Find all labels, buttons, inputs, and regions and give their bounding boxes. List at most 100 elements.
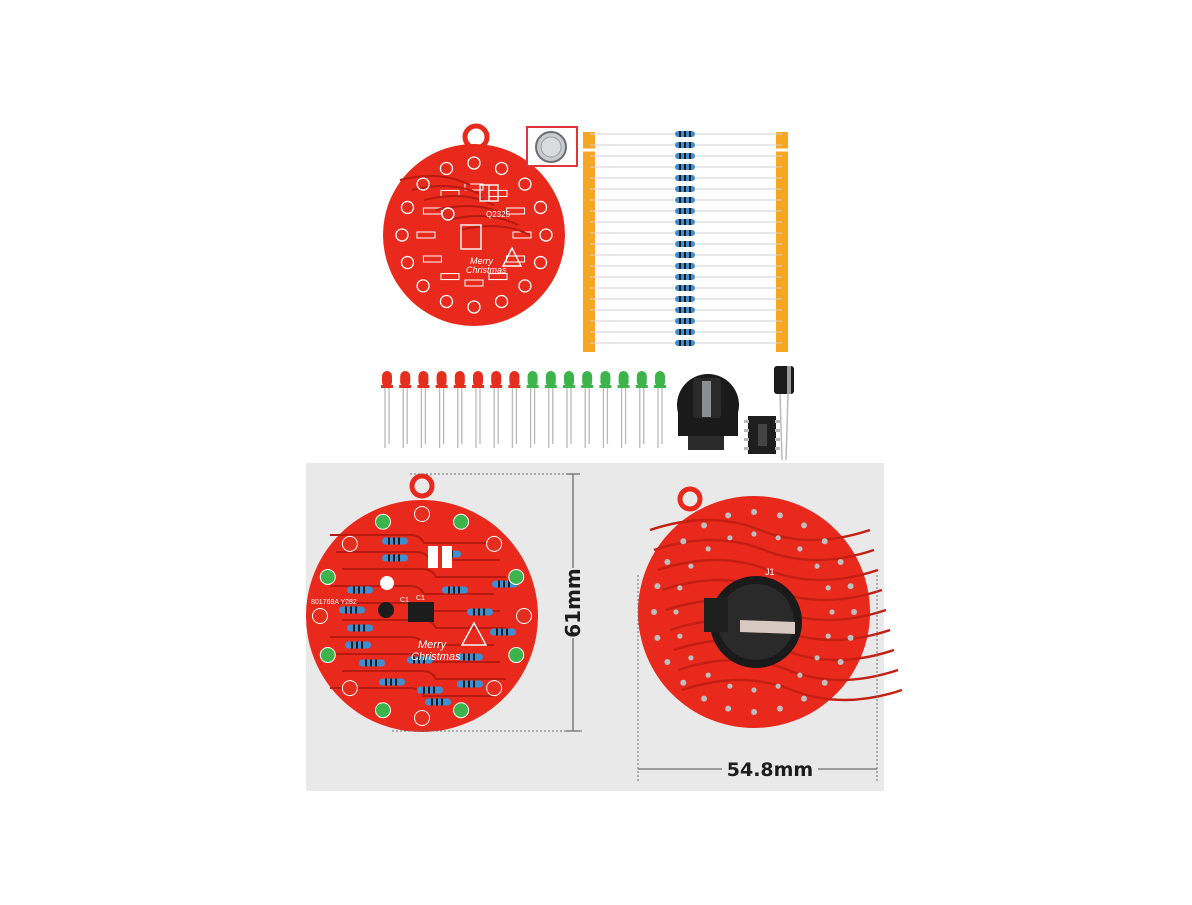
front-red-led xyxy=(341,680,358,697)
front-gift-icon xyxy=(428,546,452,568)
back-solder-joint xyxy=(725,512,732,519)
kit-led-pad xyxy=(439,294,454,309)
back-solder-joint xyxy=(825,585,831,591)
red-led xyxy=(508,371,521,448)
kit-led-pad xyxy=(494,161,509,176)
kit-resistor-footprint xyxy=(422,207,442,215)
kit-christmas-label: Christmas xyxy=(466,265,507,275)
assembled-back-board: J1 xyxy=(638,486,903,728)
green-led xyxy=(617,371,630,448)
battery-holder xyxy=(677,374,739,450)
front-green-led xyxy=(453,513,470,530)
tape-resistor xyxy=(590,252,782,258)
tape-resistor xyxy=(590,131,782,137)
back-solder-joint xyxy=(688,563,694,569)
kit-ic-footprint xyxy=(460,224,482,250)
kit-led-pad xyxy=(518,279,532,293)
back-solder-joint xyxy=(705,672,711,678)
front-green-led xyxy=(319,568,336,585)
assembled-front-board: 801769A Y282 C1 C1 Merry Christmas xyxy=(306,473,538,732)
back-solder-joint xyxy=(775,535,781,541)
back-solder-joint xyxy=(725,705,732,712)
width-label: 54.8mm xyxy=(727,759,813,781)
front-resistor xyxy=(457,653,483,661)
back-solder-joint xyxy=(677,585,683,591)
back-solder-joint xyxy=(664,659,671,665)
green-led xyxy=(581,371,594,448)
kit-led-pad xyxy=(395,228,409,242)
kit-pcb-board: Q2325 Merry Christmas xyxy=(383,123,565,326)
back-solder-joint xyxy=(814,655,820,661)
front-resistor xyxy=(347,624,373,632)
tape-resistor xyxy=(590,208,782,214)
tape-resistor xyxy=(590,340,782,346)
front-resistor xyxy=(417,686,443,694)
green-led xyxy=(599,371,612,448)
tape-resistor xyxy=(590,263,782,269)
back-solder-joint xyxy=(727,535,733,541)
kit-code-label: Q2325 xyxy=(486,210,511,219)
front-green-led xyxy=(508,568,525,585)
tape-left xyxy=(583,132,595,352)
front-apple-icon xyxy=(380,576,394,590)
kit-led-pad xyxy=(467,156,481,170)
back-solder-joint xyxy=(701,695,707,702)
red-led xyxy=(453,371,466,448)
kit-led-pad xyxy=(416,177,430,191)
back-solder-joint xyxy=(776,512,783,519)
kit-tree-icon xyxy=(501,246,523,267)
back-solder-joint xyxy=(680,679,687,686)
back-solder-joint xyxy=(651,609,657,615)
front-capacitor-top xyxy=(378,602,394,618)
front-resistor xyxy=(359,659,385,667)
back-solder-joint xyxy=(688,655,694,661)
back-j1-label: J1 xyxy=(765,567,775,577)
back-solder-joint xyxy=(701,522,707,529)
kit-resistor-footprint xyxy=(440,273,460,281)
kit-resistor-footprint xyxy=(464,183,484,191)
front-green-led xyxy=(374,513,391,530)
back-solder-joint xyxy=(847,634,854,641)
back-solder-joint xyxy=(801,695,807,702)
front-resistor xyxy=(339,606,365,614)
kit-led-pad xyxy=(518,177,532,191)
kit-led-pad xyxy=(400,255,415,270)
tape-right xyxy=(776,132,788,352)
front-green-led xyxy=(508,647,525,664)
kit-led-pad xyxy=(539,228,553,242)
front-ic xyxy=(408,602,434,622)
green-led xyxy=(526,371,539,448)
kit-led-pad xyxy=(400,200,415,215)
front-resistor xyxy=(442,586,468,594)
resistor-tape-strip xyxy=(579,131,792,352)
front-resistor xyxy=(467,608,493,616)
red-led xyxy=(399,371,412,448)
front-resistor xyxy=(425,698,451,706)
back-solder-joint xyxy=(797,546,803,552)
front-resistor xyxy=(379,678,405,686)
tape-resistor xyxy=(590,274,782,280)
front-resistor xyxy=(457,680,483,688)
front-green-led xyxy=(319,647,336,664)
tape-resistor xyxy=(590,164,782,170)
height-label: 61mm xyxy=(561,568,585,638)
red-led xyxy=(435,371,448,448)
red-led xyxy=(381,371,393,448)
green-led xyxy=(654,371,666,448)
tape-resistor xyxy=(590,285,782,291)
front-resistor xyxy=(345,641,371,649)
back-solder-joint xyxy=(677,633,683,639)
front-green-led xyxy=(453,702,470,719)
kit-led-pad xyxy=(533,255,548,270)
back-solder-joint xyxy=(654,634,661,641)
back-solder-joint xyxy=(673,609,679,615)
front-red-led xyxy=(414,506,430,522)
led-row xyxy=(381,371,666,448)
back-solder-joint xyxy=(775,683,781,689)
tape-resistor xyxy=(590,153,782,159)
kit-led-pad xyxy=(416,279,430,293)
kit-resistor-footprint xyxy=(464,279,484,287)
front-c1-label-a: C1 xyxy=(400,597,409,604)
back-solder-joint xyxy=(821,538,828,545)
kit-led-pad xyxy=(439,161,454,176)
